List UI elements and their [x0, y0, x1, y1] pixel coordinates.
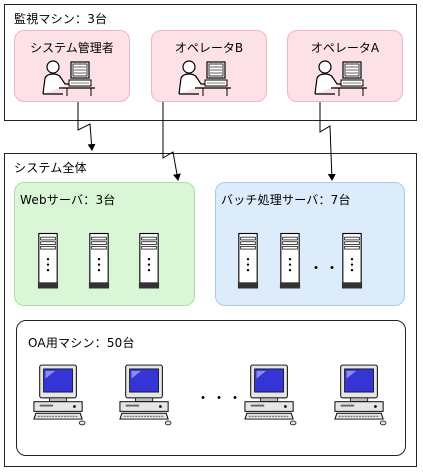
arrow-operator-a: [319, 102, 336, 181]
admin-terminal-icon: [42, 60, 96, 97]
web-server-icon: [138, 232, 160, 290]
monitor-group-title: 監視マシン：3台: [14, 12, 108, 26]
terminal-panel-admin: システム管理者: [14, 30, 130, 102]
terminal-label-admin: システム管理者: [30, 41, 114, 55]
web-server-icon: [88, 232, 110, 290]
oa-machine-ellipsis: ・・・: [196, 391, 244, 407]
oa-desktop-icon: [119, 364, 172, 426]
arrow-admin: [77, 102, 96, 151]
arrow-operator-b: [162, 102, 181, 181]
batch-server-icon: [279, 232, 301, 290]
batch-server-title: バッチ処理サーバ：7台: [221, 193, 351, 207]
batch-server-icon: [237, 232, 259, 290]
oa-desktop-icon: [244, 364, 297, 426]
operator-a-terminal-icon: [314, 60, 368, 97]
connection-arrows: [77, 102, 336, 181]
oa-machine-title: OA用マシン：50台: [28, 336, 135, 350]
oa-desktop-icon: [33, 364, 86, 426]
terminal-label-operator-a: オペレータA: [310, 41, 380, 55]
web-server-title: Webサーバ：3台: [20, 193, 116, 207]
terminal-label-operator-b: オペレータB: [174, 41, 244, 55]
operator-b-terminal-icon: [178, 60, 232, 97]
oa-desktop-icon: [334, 364, 387, 426]
batch-server-icon: [341, 232, 363, 290]
system-group-title: システム全体: [14, 161, 87, 175]
web-server-icon: [37, 232, 59, 290]
